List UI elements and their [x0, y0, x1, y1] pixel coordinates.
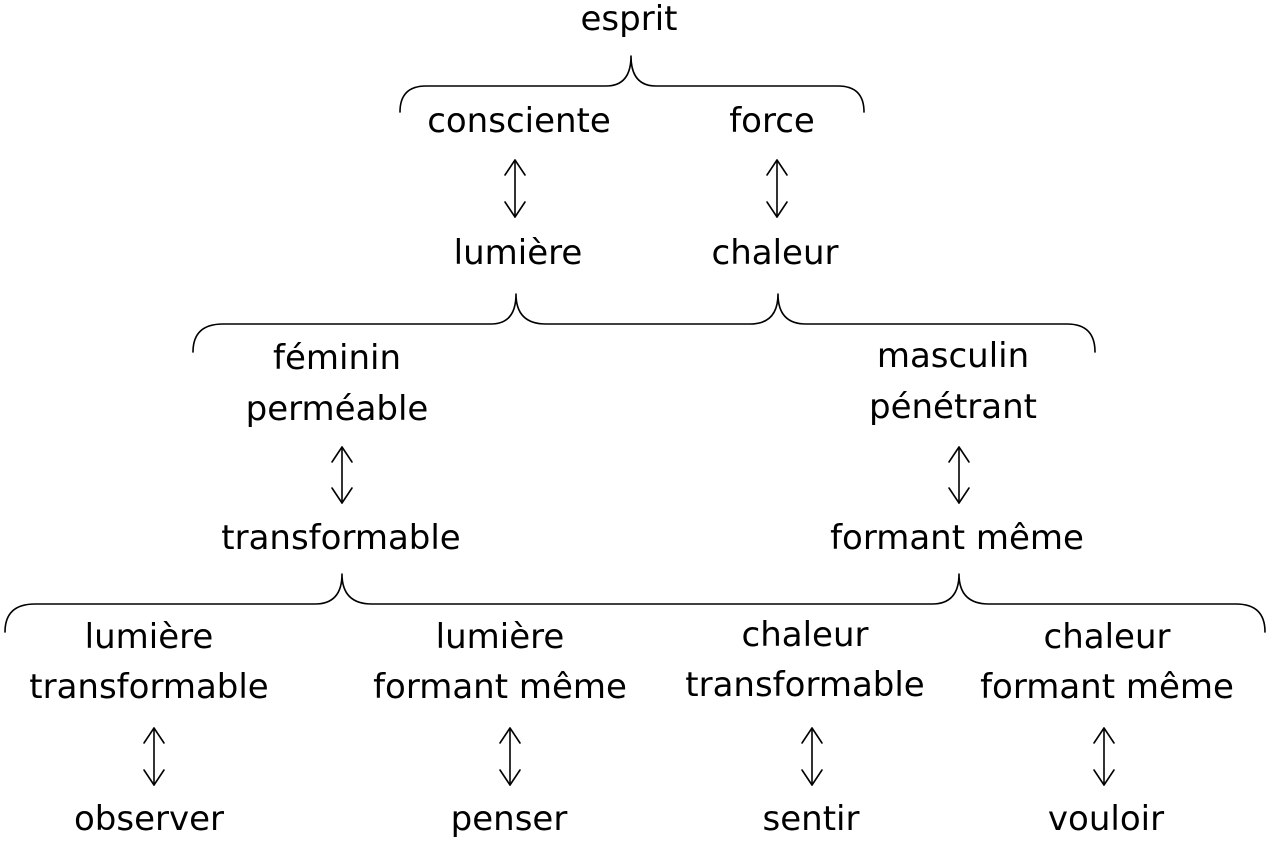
- node-force: force: [729, 101, 815, 141]
- node-permeable: perméable: [245, 389, 429, 429]
- arrow-penser: [499, 727, 521, 786]
- arrow-consciente-lumiere: [504, 159, 526, 218]
- node-penetrant: pénétrant: [869, 387, 1037, 427]
- node-chaleur-formant-meme-2: formant même: [980, 667, 1234, 707]
- arrow-feminin-transformable: [331, 446, 353, 504]
- node-vouloir: vouloir: [1047, 799, 1165, 839]
- arrow-observer: [143, 727, 165, 786]
- node-formant-meme: formant même: [830, 518, 1084, 558]
- node-chaleur-formant-meme-1: chaleur: [1043, 617, 1171, 657]
- node-transformable: transformable: [221, 518, 461, 558]
- node-feminin: féminin: [273, 338, 401, 378]
- node-masculin: masculin: [876, 336, 1030, 376]
- node-lumiere-formant-meme-1: lumière: [435, 617, 565, 657]
- node-lumiere-formant-meme-2: formant même: [373, 667, 627, 707]
- node-observer: observer: [73, 799, 225, 839]
- node-sentir: sentir: [762, 799, 860, 839]
- arrow-masculin-formant-meme: [948, 446, 970, 504]
- arrow-vouloir: [1093, 727, 1115, 786]
- node-chaleur-transformable-1: chaleur: [741, 615, 869, 655]
- arrow-force-chaleur: [766, 159, 788, 218]
- node-lumiere: lumière: [453, 233, 583, 273]
- arrow-sentir: [801, 727, 823, 786]
- node-lumiere-transformable-2: transformable: [29, 667, 269, 707]
- brace-esprit: [399, 55, 865, 113]
- node-chaleur-transformable-2: transformable: [685, 665, 925, 705]
- node-consciente: consciente: [427, 101, 611, 141]
- node-penser: penser: [450, 799, 568, 839]
- node-esprit: esprit: [580, 0, 678, 39]
- brace-bottom: [4, 573, 1266, 633]
- node-lumiere-transformable-1: lumière: [84, 617, 214, 657]
- brace-lumiere-chaleur: [192, 293, 1096, 353]
- node-chaleur: chaleur: [711, 233, 839, 273]
